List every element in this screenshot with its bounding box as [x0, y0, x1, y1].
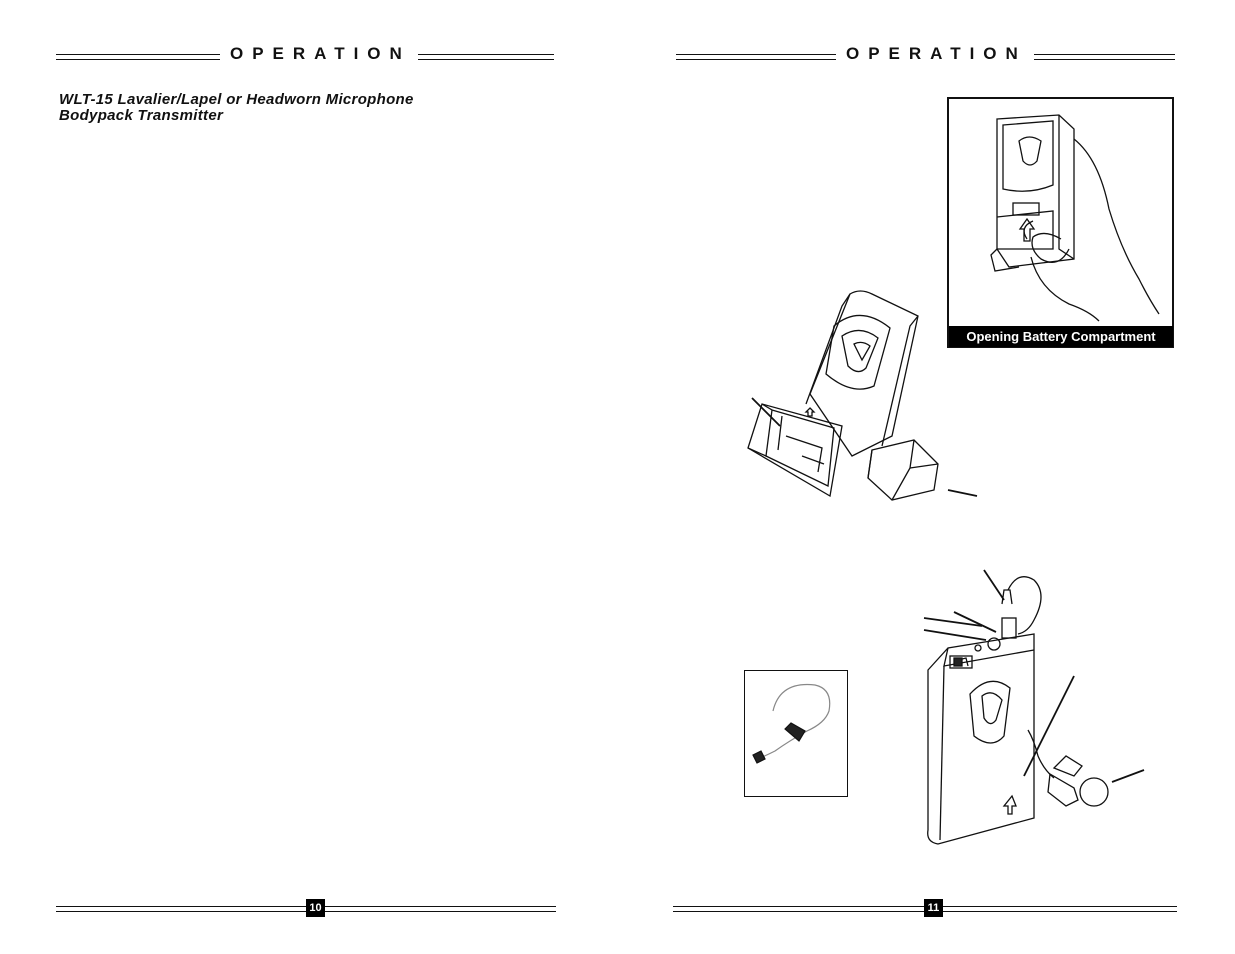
figure-caption: Opening Battery Compartment — [949, 326, 1173, 347]
headworn-microphone-figure — [744, 670, 848, 797]
header-rule-right — [418, 54, 554, 60]
header-rule-left — [676, 54, 836, 60]
bodypack-transmitter-figure — [898, 560, 1148, 852]
headworn-microphone-illustration — [752, 683, 831, 764]
left-section-header: OPERATION — [56, 44, 556, 66]
left-page: OPERATION WLT-15 Lavalier/Lapel or Headw… — [0, 0, 617, 954]
header-rule-right — [1034, 54, 1175, 60]
right-page: OPERATION 11 — [617, 0, 1235, 954]
open-bodypack-figure — [742, 286, 982, 506]
battery-compartment-illustration — [747, 290, 978, 501]
transmitter-heading: WLT-15 Lavalier/Lapel or Headworn Microp… — [59, 92, 414, 124]
header-rule-left — [56, 54, 220, 60]
hand-opening-battery-illustration — [990, 114, 1160, 322]
section-title: OPERATION — [230, 44, 411, 63]
battery-compartment-figure — [947, 97, 1174, 348]
section-title: OPERATION — [846, 44, 1027, 63]
page-number: 10 — [306, 899, 325, 917]
page-number: 11 — [924, 899, 943, 917]
bodypack-transmitter-illustration — [923, 569, 1145, 845]
right-section-header: OPERATION — [676, 44, 1176, 66]
heading-line-1: WLT-15 Lavalier/Lapel or Headworn Microp… — [59, 91, 414, 108]
heading-line-2: Bodypack Transmitter — [59, 107, 224, 124]
